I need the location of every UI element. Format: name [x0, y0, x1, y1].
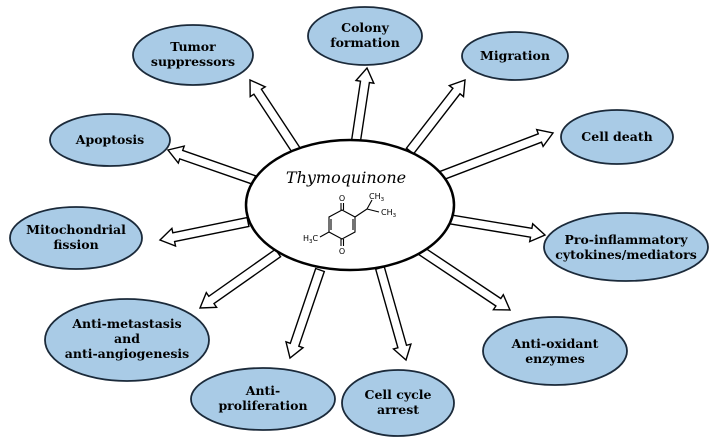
arrow-to-anti-metastasis	[198, 248, 282, 309]
center-title: Thymoquinone	[286, 168, 406, 187]
center-ellipse	[244, 138, 456, 272]
node-cell-death: Cell death	[560, 109, 674, 165]
arrow-to-apoptosis	[166, 145, 257, 186]
node-migration: Migration	[461, 31, 569, 81]
oxygen-top-label: O	[339, 194, 345, 203]
arrows-layer	[158, 66, 555, 362]
bubble-colony	[307, 6, 423, 66]
arrow-to-colony	[350, 66, 375, 143]
node-apoptosis: Apoptosis	[49, 113, 171, 167]
methyl-a-label: CH3	[369, 192, 385, 203]
bubble-anti-proliferation	[190, 367, 336, 431]
bubble-migration	[461, 31, 569, 81]
arrow-to-anti-oxidant	[416, 245, 512, 311]
arrow-to-tumor-suppressors	[249, 78, 301, 154]
oxygen-bottom-label: O	[339, 247, 345, 256]
label-apoptosis: Apoptosis	[75, 132, 144, 147]
bubble-tumor-suppressors	[132, 24, 254, 86]
isopropyl-bond	[354, 208, 368, 218]
label-cell-death: Cell death	[581, 129, 652, 144]
arrow-to-anti-proliferation	[285, 267, 326, 360]
bubble-cell-cycle	[341, 369, 455, 437]
isopropyl-methyl-bond-a	[366, 199, 373, 210]
node-anti-proliferation: Anti-proliferation	[190, 367, 336, 431]
bubble-cell-death	[560, 109, 674, 165]
arrow-to-pro-inflammatory	[440, 212, 547, 243]
center-node: Thymoquinone O O CH3 CH3 H3C	[244, 138, 456, 272]
label-anti-proliferation: Anti-proliferation	[218, 383, 307, 413]
label-migration: Migration	[480, 48, 550, 63]
arrow-to-cell-death	[435, 128, 555, 183]
methyl-b-label: CH3	[381, 208, 397, 219]
isopropyl-methyl-bond-b	[366, 208, 380, 213]
bubble-anti-oxidant	[482, 316, 628, 386]
bubble-apoptosis	[49, 113, 171, 167]
bubble-mitochondrial	[9, 206, 143, 270]
bubble-anti-metastasis	[44, 298, 210, 382]
methyl-left-bond	[319, 231, 330, 238]
molecule-structure: O O CH3 CH3 H3C	[303, 192, 397, 256]
arrow-to-mitochondrial	[158, 216, 250, 248]
arrow-to-migration	[405, 78, 466, 155]
bubble-pro-inflammatory	[543, 212, 709, 282]
arrow-to-cell-cycle	[374, 265, 412, 362]
methyl-left-label: H3C	[303, 234, 319, 245]
